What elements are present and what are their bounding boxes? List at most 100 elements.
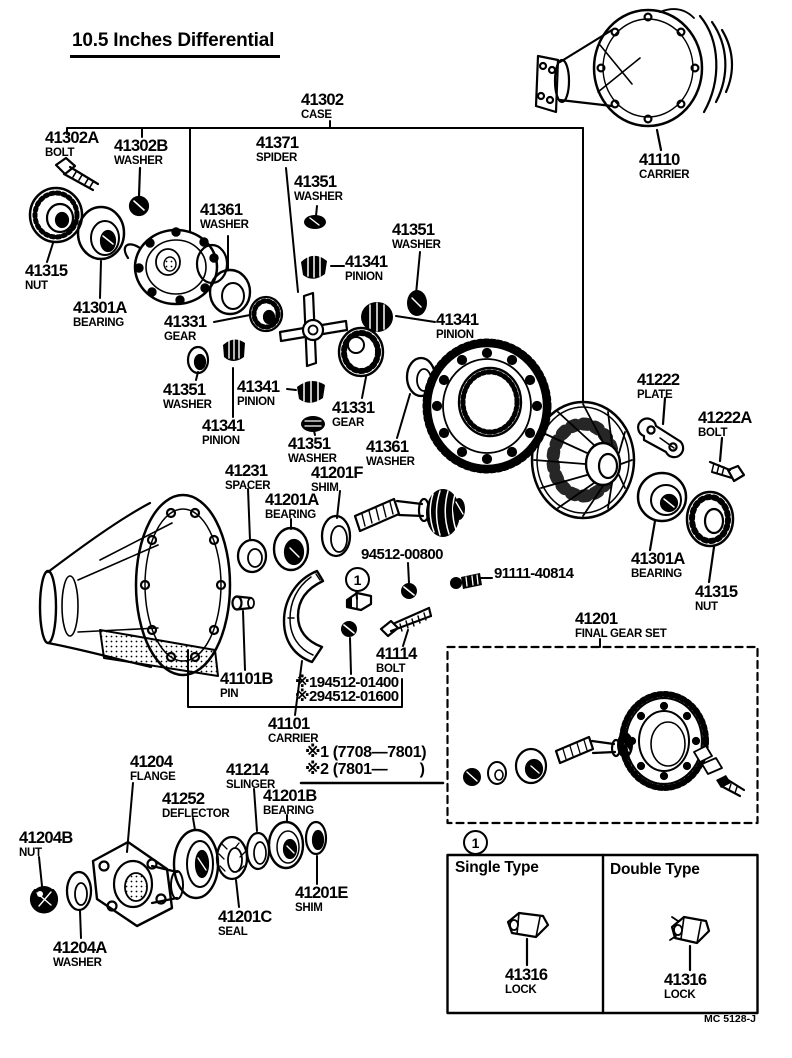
part-41302B-number: 41302B (114, 137, 168, 155)
plate-drawing-41222 (637, 396, 685, 459)
part-41110-number: 41110 (639, 151, 680, 169)
part-41331-a-number: 41331 (164, 313, 207, 331)
part-41201-desc: FINAL GEAR SET (575, 627, 667, 640)
part-41201A-number: 41201A (265, 491, 319, 509)
washer-drawing-41302B (128, 166, 150, 217)
part-94512-00800: 94512-00800 (361, 547, 443, 562)
part-41351-b-desc: WASHER (392, 238, 441, 251)
part-41341-c-desc: PINION (202, 434, 240, 447)
part-41302-desc: CASE (301, 108, 332, 121)
part-94512-01400-number: ※194512-01400 (295, 674, 399, 691)
single-type-title: Single Type (455, 860, 539, 876)
part-41341-c-number: 41341 (202, 417, 245, 435)
part-41341-d-number: 41341 (237, 378, 280, 396)
part-41204-number: 41204 (130, 753, 173, 771)
part-41214-number: 41214 (226, 761, 269, 779)
shim-drawing-41201F (320, 514, 352, 558)
double-type-title-number: Double Type (610, 861, 700, 878)
bottom-leader-lines (38, 782, 318, 939)
case-bracket-lines (66, 120, 584, 403)
part-41315-b-number: 41315 (695, 583, 738, 601)
part-41331-b-desc: GEAR (332, 416, 365, 429)
part-41101B-number: 41101B (220, 670, 273, 688)
part-41231-desc: SPACER (225, 479, 271, 492)
part-41301A-b-desc: BEARING (631, 567, 682, 580)
part-41301A-a-desc: BEARING (73, 316, 124, 329)
part-41341-b-number: 41341 (436, 311, 479, 329)
part-41361-a-desc: WASHER (200, 218, 249, 231)
part-41222A-number: 41222A (698, 409, 752, 427)
part-41316-double-desc: LOCK (664, 988, 696, 1001)
part-41114-desc: BOLT (376, 662, 406, 675)
part-41341-b-desc: PINION (436, 328, 474, 341)
part-41114-number: 41114 (376, 645, 417, 663)
part-41351-b-number: 41351 (392, 221, 435, 239)
part-41201-number: 41201 (575, 610, 618, 628)
part-41316-single-number: 41316 (505, 966, 548, 984)
part-41201B-number: 41201B (263, 787, 317, 805)
part-91111-40814-number: 91111-40814 (494, 565, 574, 582)
lock-drawing-double (669, 915, 711, 972)
bearing-drawing-41301Aa (76, 205, 126, 261)
diff-case-drawing (123, 227, 229, 306)
part-41301A-a-number: 41301A (73, 299, 127, 317)
part-41315-a-number: 41315 (25, 262, 68, 280)
part-41252-desc: DEFLECTOR (162, 807, 230, 820)
part-41201F-number: 41201F (311, 464, 363, 482)
part-41204-desc: FLANGE (130, 770, 176, 783)
upper-leader-lines (46, 167, 436, 439)
part-91111-40814: 91111-40814 (494, 565, 574, 582)
part-41351-d-desc: WASHER (288, 452, 337, 465)
part-41222-number: 41222 (637, 371, 680, 389)
part-41222-desc: PLATE (637, 388, 673, 401)
part-41361-a-number: 41361 (200, 201, 243, 219)
mid-leader-lines (187, 488, 601, 785)
part-41351-a-desc: WASHER (294, 190, 343, 203)
callout-marker-1: 1 (345, 567, 370, 592)
bolt-drawing-41222A (708, 436, 746, 483)
part-41231-number: 41231 (225, 462, 268, 480)
bearing-cap-drawing (282, 569, 325, 664)
pinion-drawings (223, 253, 393, 403)
bearing-drawing-41201A (272, 526, 310, 572)
part-41201E-number: 41201E (295, 884, 348, 902)
part-41201A-desc: BEARING (265, 508, 316, 521)
part-41201E-desc: SHIM (295, 901, 323, 914)
part-41201C-desc: SEAL (218, 925, 248, 938)
shim-drawing-41201E (304, 820, 328, 856)
part-41201F-desc: SHIM (311, 481, 339, 494)
part-41101-number: 41101 (268, 715, 310, 733)
doc-code-number: MC 5128-J (704, 1013, 756, 1025)
part-41302A-number: 41302A (45, 129, 99, 147)
part-41351-c-desc: WASHER (163, 398, 212, 411)
part-41204A-desc: WASHER (53, 956, 102, 969)
part-41351-d-number: 41351 (288, 435, 331, 453)
part-41201B-desc: BEARING (263, 804, 314, 817)
bearing-drawing-41301Ab (636, 471, 688, 552)
ring-gear-drawing (422, 338, 552, 474)
part-41201C-number: 41201C (218, 908, 272, 926)
part-41315-a-desc: NUT (25, 279, 48, 292)
